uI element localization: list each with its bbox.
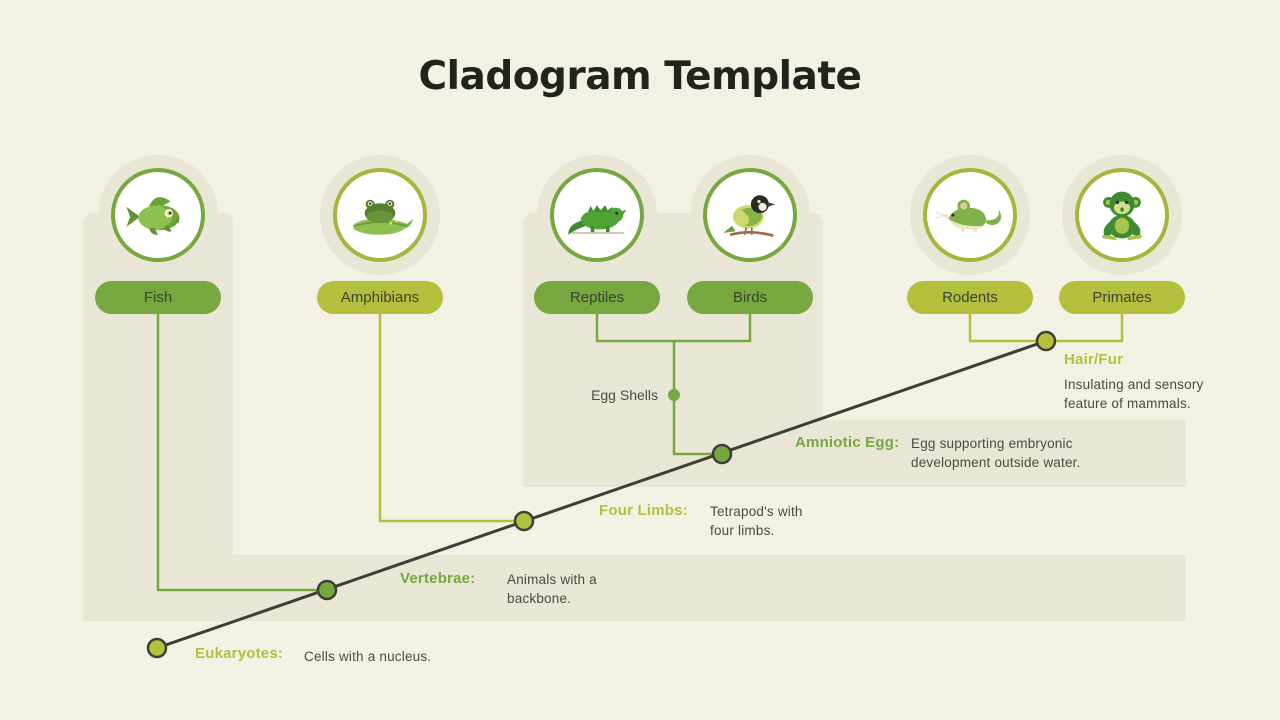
trait-term: Four Limbs: [599,502,688,519]
taxon-label: Birds [732,289,768,306]
taxon-label: Amphibians [340,289,420,306]
egg-shells-label: Egg Shells [591,387,658,403]
hair-fur-node [1035,330,1057,352]
taxon-pill-fish[interactable]: Fish [95,281,221,314]
trait-hair-fur: Hair/Fur [1064,351,1123,369]
fish-icon [126,197,180,235]
fish-circle [98,155,218,275]
trait-vertebrae: Vertebrae: [400,570,475,588]
taxon-pill-rodents[interactable]: Rodents [907,281,1033,314]
mouse-icon [935,199,1002,233]
taxon-pill-primates[interactable]: Primates [1059,281,1185,314]
eukaryotes-node [146,637,168,659]
birds-circle [690,155,810,275]
trait-term: Vertebrae: [400,570,476,587]
taxon-label: Rodents [942,289,998,306]
trait-four-limbs-description: Tetrapod's with four limbs. [710,504,803,538]
trait-vertebrae-description: Animals with a backbone. [507,572,597,606]
taxon-pill-reptiles[interactable]: Reptiles [534,281,660,314]
trait-term: Amniotic Egg: [795,434,900,451]
four-limbs-node [513,510,535,532]
rodents-circle [910,155,1030,275]
taxon-label: Primates [1092,289,1152,306]
bird-icon [723,195,776,238]
taxon-label: Fish [143,289,173,306]
reptiles-birds-branch-line [595,314,752,456]
monkey-icon [1102,191,1142,241]
amphibians-circle [320,155,440,275]
amphibians-branch-line [378,314,515,523]
vertebrae-node [316,579,338,601]
taxon-pill-amphibians[interactable]: Amphibians [317,281,443,314]
lizard-icon [568,205,627,235]
trait-eukaryotes-description: Cells with a nucleus. [304,649,432,664]
frog-icon [353,199,414,235]
taxon-label: Reptiles [569,289,625,306]
trait-amniotic-egg: Amniotic Egg: [795,434,899,452]
page-title: Cladogram Template [418,54,862,99]
trait-amniotic-egg-description: Egg supporting embryonic development out… [911,436,1081,470]
fish-branch-line [156,314,318,592]
trait-term: Eukaryotes: [195,645,284,662]
amniotic-egg-node [711,443,733,465]
trait-term: Hair/Fur [1064,351,1124,368]
taxon-pill-birds[interactable]: Birds [687,281,813,314]
trait-hair-fur-description: Insulating and sensory feature of mammal… [1064,377,1204,411]
egg-shells-node [668,389,680,401]
amniotic-egg-row-band [823,420,1186,487]
primates-circle [1062,155,1182,275]
trunk-line [156,339,1047,650]
trait-four-limbs: Four Limbs: [599,502,688,520]
reptiles-circle [537,155,657,275]
trait-eukaryotes: Eukaryotes: [195,645,283,663]
